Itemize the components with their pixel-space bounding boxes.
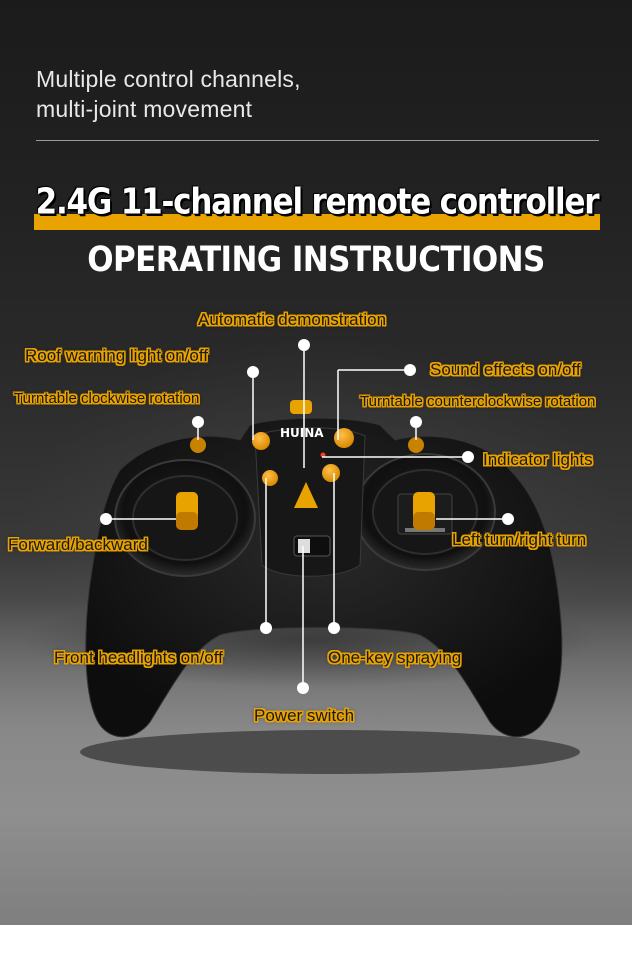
controller-illustration: HUINA bbox=[80, 400, 580, 774]
headline-stripe bbox=[34, 214, 600, 230]
roof-light-button bbox=[252, 432, 270, 450]
label-automatic-demonstration: Automatic demonstration bbox=[198, 310, 387, 329]
label-power-switch: Power switch bbox=[254, 706, 355, 725]
subtitle-line-2: multi-joint movement bbox=[36, 96, 253, 122]
label-left-right-turn: Left turn/right turn bbox=[452, 530, 587, 549]
left-shoulder-button bbox=[190, 437, 206, 453]
headline-banner: 2.4G 11-channel remote controller bbox=[34, 181, 600, 232]
controller-shadow bbox=[80, 730, 580, 774]
label-turntable-clockwise: Turntable clockwise rotation bbox=[14, 390, 200, 407]
product-poster: Multiple control channels, multi-joint m… bbox=[0, 0, 632, 925]
label-turntable-counterclockwise: Turntable counterclockwise rotation bbox=[360, 393, 596, 410]
subtitle-line-1: Multiple control channels, bbox=[36, 66, 301, 92]
top-antenna-button bbox=[290, 400, 312, 414]
label-front-headlights: Front headlights on/off bbox=[54, 648, 223, 667]
right-joystick bbox=[413, 492, 435, 530]
demo-button bbox=[294, 482, 318, 508]
label-forward-backward: Forward/backward bbox=[8, 535, 148, 554]
label-roof-warning-light: Roof warning light on/off bbox=[25, 346, 209, 365]
operating-instructions-heading: OPERATING INSTRUCTIONS bbox=[87, 239, 545, 281]
headlights-button bbox=[262, 470, 278, 486]
left-joystick bbox=[176, 492, 198, 530]
label-indicator-lights: Indicator lights bbox=[483, 450, 593, 469]
divider-line bbox=[36, 140, 599, 141]
right-shoulder-button bbox=[408, 437, 424, 453]
spray-button bbox=[322, 464, 340, 482]
brand-logo: HUINA bbox=[280, 426, 324, 440]
label-one-key-spraying: One-key spraying bbox=[328, 648, 462, 667]
sound-button bbox=[334, 428, 354, 448]
label-sound-effects: Sound effects on/off bbox=[430, 360, 581, 379]
headline: 2.4G 11-channel remote controller bbox=[35, 181, 600, 223]
subtitle: Multiple control channels, multi-joint m… bbox=[36, 64, 436, 124]
